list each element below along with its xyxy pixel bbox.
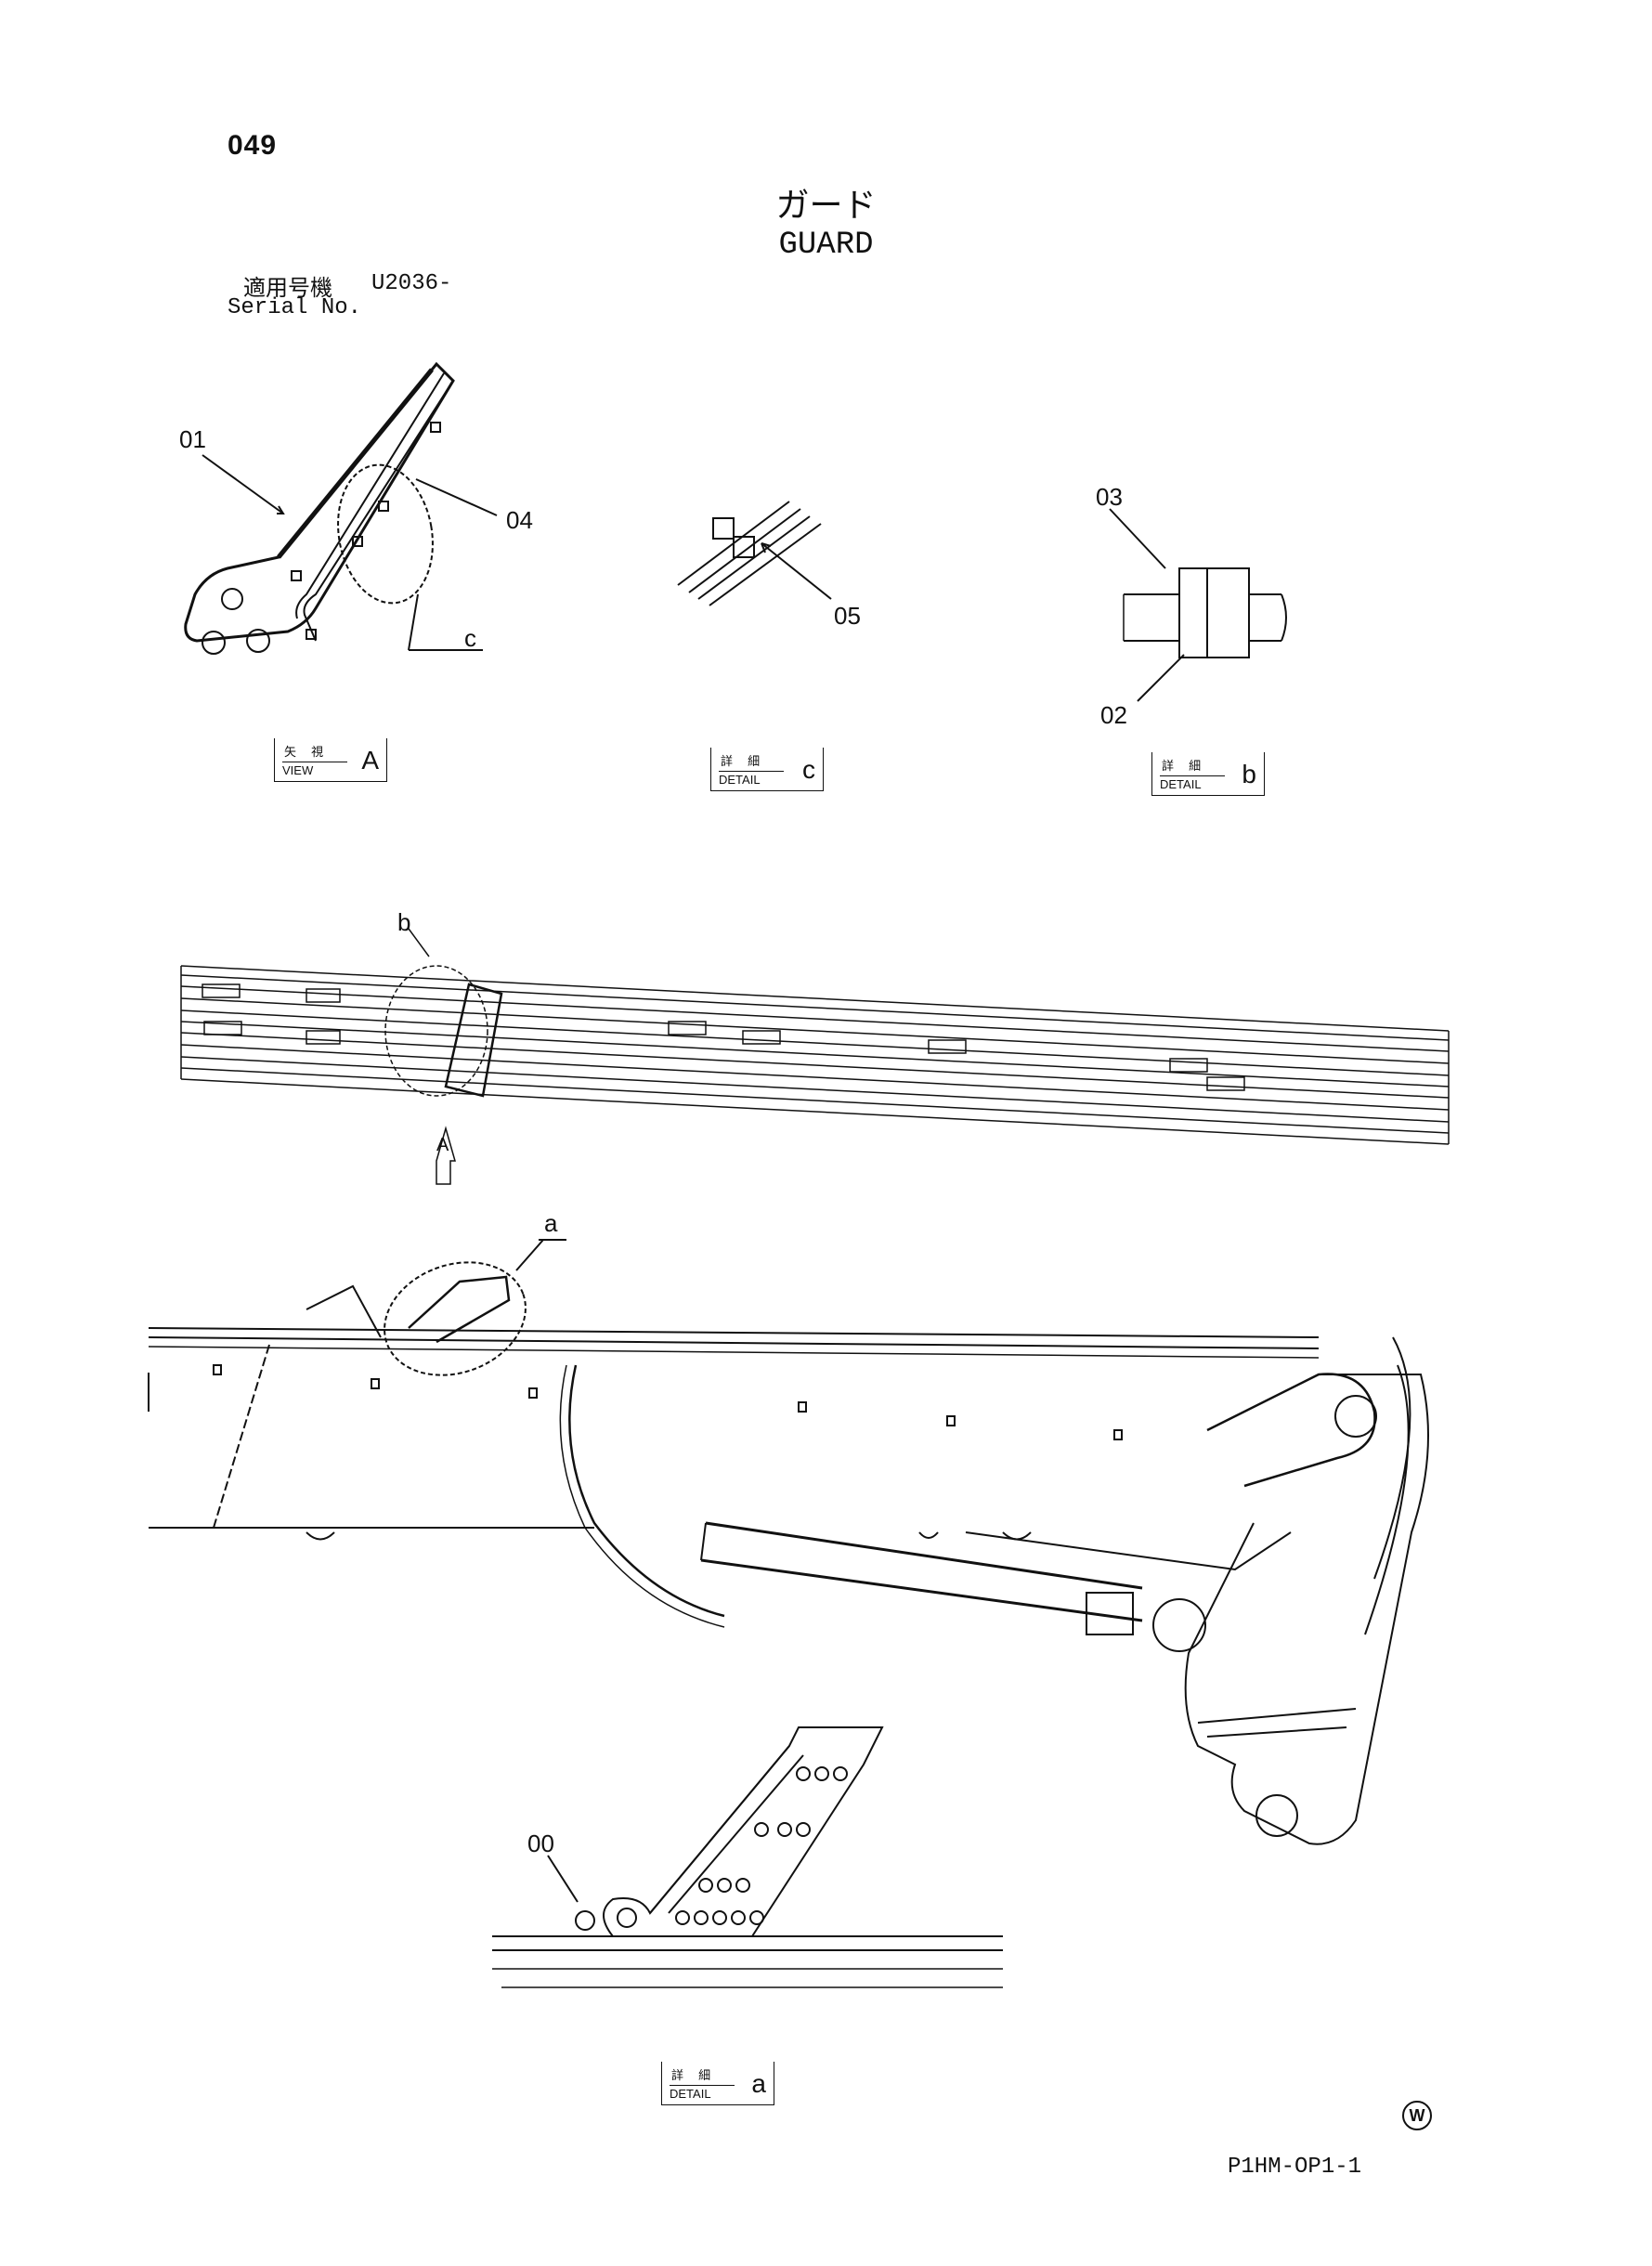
- callout-01: 01: [179, 425, 206, 453]
- serial-label-jp: 適用号機: [243, 275, 332, 301]
- title-japanese: ガード: [775, 187, 877, 225]
- detail-c-box-letter: c: [802, 755, 815, 784]
- detail-c-box-jp: 詳 細: [721, 755, 766, 769]
- serial-label-en: Serial No.: [228, 295, 362, 320]
- detail-c-box-en: DETAIL: [719, 771, 784, 787]
- view-a-box: 矢 視 VIEW A: [274, 738, 387, 782]
- detail-a-enlarged: [492, 1726, 1003, 1988]
- callout-02: 02: [1100, 701, 1127, 729]
- view-a-box-en: VIEW: [282, 762, 347, 777]
- ref-label-b: b: [397, 908, 411, 936]
- ref-label-c: c: [464, 624, 476, 652]
- watermark-circle: W: [1402, 2101, 1432, 2130]
- detail-a-box-en: DETAIL: [670, 2085, 735, 2101]
- callout-04: 04: [506, 506, 533, 534]
- boom-top-view: [180, 928, 1450, 1185]
- view-a-box-jp: 矢 視: [284, 746, 330, 760]
- detail-b-box: 詳 細 DETAIL b: [1151, 752, 1265, 796]
- serial-value: U2036-: [371, 271, 452, 296]
- view-a-guard-plate: [184, 361, 498, 655]
- arrow-view-a-label: A: [436, 1135, 449, 1155]
- view-a-box-letter: A: [361, 746, 379, 775]
- detail-a-box-jp: 詳 細: [671, 2069, 717, 2083]
- callout-03: 03: [1096, 483, 1123, 511]
- drawing-code: P1HM-OP1-1: [1228, 2155, 1362, 2180]
- callout-00: 00: [527, 1830, 554, 1857]
- ref-label-a: a: [544, 1209, 558, 1237]
- detail-a-box-letter: a: [751, 2069, 766, 2098]
- detail-b-box-letter: b: [1242, 760, 1256, 788]
- detail-b-clamp: [1109, 508, 1287, 702]
- boom-side-view: [148, 1239, 1429, 1845]
- detail-b-box-jp: 詳 細: [1162, 760, 1207, 774]
- callout-05: 05: [834, 602, 861, 630]
- title-english: GUARD: [778, 228, 874, 263]
- page-number: 049: [228, 130, 278, 161]
- detail-b-box-en: DETAIL: [1160, 775, 1225, 791]
- detail-c-bolt: [677, 501, 832, 606]
- detail-c-box: 詳 細 DETAIL c: [710, 748, 824, 791]
- detail-a-box: 詳 細 DETAIL a: [661, 2062, 774, 2105]
